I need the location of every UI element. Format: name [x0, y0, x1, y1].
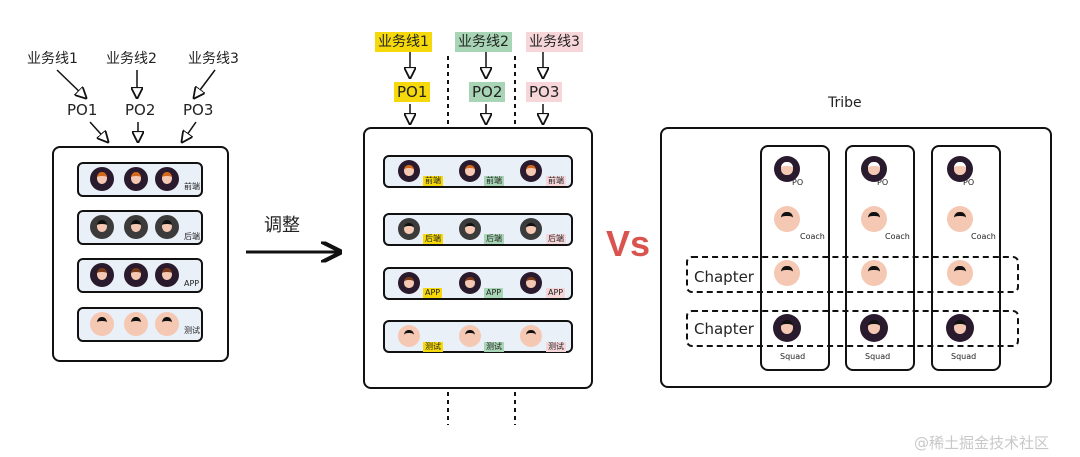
left-row-2-avatar-0 [90, 263, 114, 287]
left-arrow-line3-po3 [194, 69, 216, 98]
squad-1-coach-avatar [774, 206, 800, 232]
left-row-3-avatar-0 [90, 312, 114, 336]
mid-business-line-2: 业务线2 [455, 32, 512, 52]
squad-2-label: Squad [865, 352, 891, 361]
left-row-0-avatar-2 [155, 167, 179, 191]
mid-row-3-avatar-0 [398, 325, 420, 347]
mid-row-1-col-0-tag: 后端 [423, 234, 443, 244]
left-business-line-3: 业务线3 [188, 51, 239, 67]
squad-3-po-avatar [947, 156, 973, 182]
chapter-label-1: Chapter [694, 268, 754, 286]
squad-2-po-avatar [861, 156, 887, 182]
mid-row-2-col-2-tag: APP [546, 288, 566, 298]
mid-row-0-col-1-tag: 前端 [484, 176, 504, 186]
mid-row-0-avatar-1 [459, 160, 481, 182]
mid-row-3-avatar-1 [459, 325, 481, 347]
left-po-2: PO2 [125, 101, 156, 119]
left-row-1-avatar-0 [90, 215, 114, 239]
left-row-test-label: 测试 [184, 326, 200, 335]
mid-row-2-avatar-1 [459, 272, 481, 294]
mid-row-1-col-1-tag: 后端 [484, 234, 504, 244]
adjust-label: 调整 [264, 215, 300, 236]
left-row-0-avatar-0 [90, 167, 114, 191]
chapter-band-2 [686, 310, 1019, 347]
squad-3-chapter2-avatar [946, 314, 974, 342]
left-po-3: PO3 [183, 101, 214, 119]
mid-row-3-col-0-tag: 测试 [423, 342, 443, 352]
squad-3-role-coach: Coach [971, 232, 996, 241]
left-arrow-line1-po1 [56, 69, 86, 98]
left-business-line-1: 业务线1 [27, 51, 78, 67]
mid-row-1-avatar-1 [459, 218, 481, 240]
mid-row-3-col-2-tag: 测试 [546, 342, 566, 352]
squad-3-role-po: PO [963, 178, 975, 187]
squad-2-coach-avatar [861, 206, 887, 232]
squad-column-3 [931, 145, 1001, 371]
squad-2-chapter1-avatar [861, 260, 887, 286]
squad-2-role-coach: Coach [885, 232, 910, 241]
mid-business-line-1: 业务线1 [375, 32, 432, 52]
mid-row-2-col-0-tag: APP [423, 288, 443, 298]
mid-row-3-col-1-tag: 测试 [484, 342, 504, 352]
chapter-band-1 [686, 256, 1019, 293]
squad-1-label: Squad [780, 352, 806, 361]
left-row-2-avatar-2 [155, 263, 179, 287]
left-row-3-avatar-2 [155, 312, 179, 336]
mid-po-3: PO3 [526, 82, 563, 102]
squad-3-chapter1-avatar [947, 260, 973, 286]
tribe-title: Tribe [828, 95, 862, 111]
squad-3-label: Squad [951, 352, 977, 361]
left-arrow-po1-frame [89, 121, 108, 142]
left-row-1-avatar-1 [124, 215, 148, 239]
left-row-3-avatar-1 [124, 312, 148, 336]
squad-1-role-po: PO [792, 178, 804, 187]
mid-row-2-avatar-2 [520, 272, 542, 294]
mid-row-1-avatar-0 [398, 218, 420, 240]
mid-row-0-avatar-2 [520, 160, 542, 182]
squad-1-po-avatar [774, 156, 800, 182]
left-row-backend-label: 后端 [184, 232, 200, 241]
left-arrow-po3-frame [182, 121, 197, 142]
left-row-frontend-label: 前端 [184, 182, 200, 191]
squad-2-role-po: PO [877, 178, 889, 187]
left-row-app-label: APP [184, 279, 200, 288]
mid-row-0-avatar-0 [398, 160, 420, 182]
mid-row-3-avatar-2 [520, 325, 542, 347]
squad-2-chapter2-avatar [860, 314, 888, 342]
mid-business-line-3: 业务线3 [526, 32, 583, 52]
mid-row-1-avatar-2 [520, 218, 542, 240]
mid-po-1: PO1 [394, 82, 431, 102]
mid-row-2-avatar-0 [398, 272, 420, 294]
squad-1-chapter2-avatar [773, 314, 801, 342]
squad-1-chapter1-avatar [774, 260, 800, 286]
mid-row-2-col-1-tag: APP [484, 288, 504, 298]
mid-row-0-col-0-tag: 前端 [423, 176, 443, 186]
left-po-1: PO1 [67, 101, 98, 119]
left-row-0-avatar-1 [124, 167, 148, 191]
vs-label: Vs [606, 223, 651, 264]
mid-row-1-col-2-tag: 后端 [546, 234, 566, 244]
watermark: @稀土掘金技术社区 [914, 434, 1050, 452]
left-row-1-avatar-2 [155, 215, 179, 239]
squad-1-role-coach: Coach [800, 232, 825, 241]
mid-po-2: PO2 [469, 82, 506, 102]
left-row-2-avatar-1 [124, 263, 148, 287]
squad-3-coach-avatar [947, 206, 973, 232]
chapter-label-2: Chapter [694, 320, 754, 338]
left-business-line-2: 业务线2 [106, 51, 157, 67]
mid-row-0-col-2-tag: 前端 [546, 176, 566, 186]
squad-column-2 [845, 145, 915, 371]
squad-column-1 [760, 145, 830, 371]
